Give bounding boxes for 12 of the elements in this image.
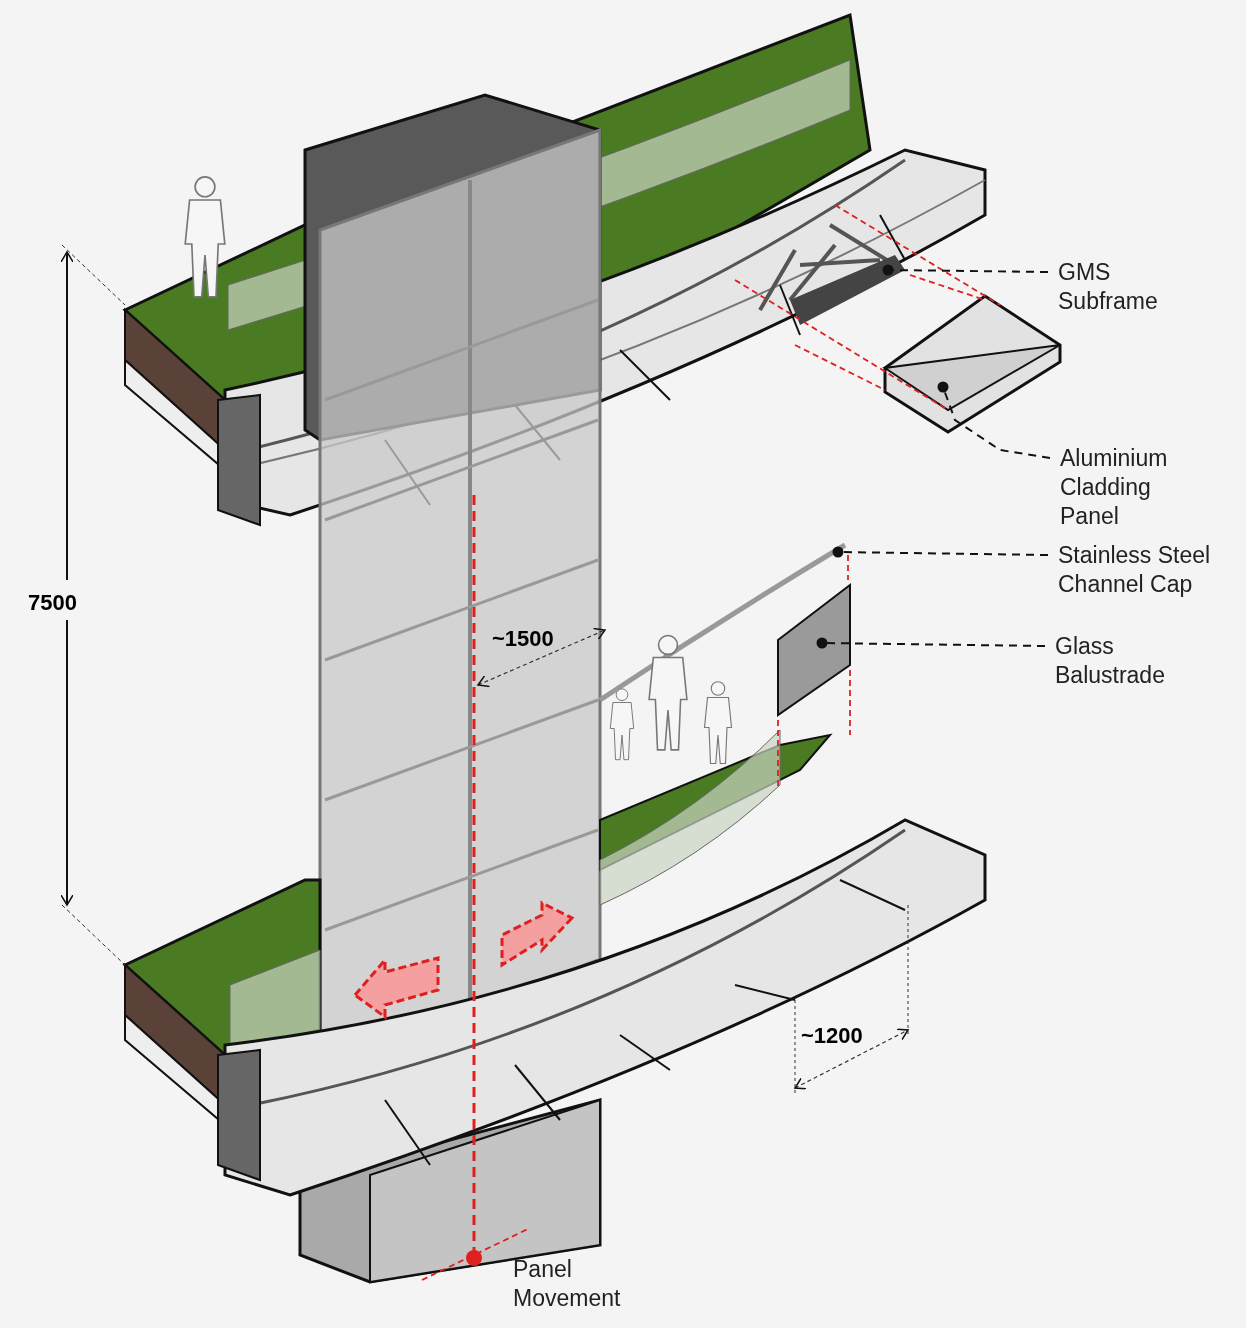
leader-line (882, 264, 1049, 276)
callout-text: Stainless Steel Channel Cap (1058, 541, 1212, 599)
callout-text: Aluminium Cladding Panel (1060, 444, 1169, 531)
callout-text: GMS Subframe (1058, 258, 1159, 316)
leader-line (832, 546, 1049, 558)
leader-line (816, 637, 1046, 649)
dimension-label: ~1500 (492, 625, 555, 653)
dimension-label: ~1200 (801, 1022, 864, 1050)
dimension-label: 7500 (28, 589, 78, 617)
callout-text: Glass Balustrade (1055, 632, 1166, 690)
annotation-label: Panel Movement (513, 1255, 622, 1313)
leader-line (937, 381, 1051, 459)
